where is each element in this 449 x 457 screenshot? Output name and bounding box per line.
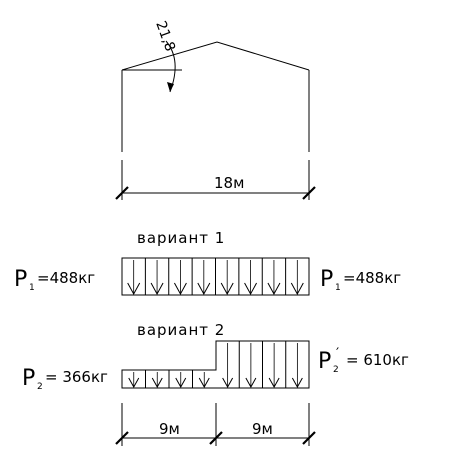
p2-right-sub: 2 <box>333 365 339 375</box>
p1-right-value: =488кг <box>343 269 401 287</box>
p1-left-value: =488кг <box>37 269 95 287</box>
v1-arrowhead <box>290 282 304 296</box>
p2-left-symbol: P <box>22 366 35 391</box>
dim-left-label: 9м <box>159 420 180 438</box>
v1-arrowhead <box>173 282 187 296</box>
v2-right-arrowhead <box>291 377 303 389</box>
p2-right-symbol: P <box>318 349 331 374</box>
p2-right-prime: ′ <box>336 346 339 362</box>
variant1-arrows <box>127 258 304 296</box>
variant2-right-label: P 2 ′ = 610кг <box>318 346 409 375</box>
v1-arrowhead <box>267 282 281 296</box>
angle-arrowhead <box>167 82 174 92</box>
p1-right-symbol: P <box>320 267 333 292</box>
v1-arrowhead <box>197 282 211 296</box>
variant2-load-shape <box>121 340 310 389</box>
bdim-tick-right <box>302 431 316 445</box>
variant1-load-block <box>121 257 310 296</box>
p1-right-sub: 1 <box>335 283 341 293</box>
bdim-tick-mid <box>209 431 223 445</box>
bottom-dimension: 9м 9м <box>115 403 316 446</box>
variant2-title: вариант 2 <box>137 321 225 339</box>
span-dimension: 18м <box>115 160 316 200</box>
frame: 21,8 <box>121 19 310 152</box>
roof <box>121 41 310 71</box>
bdim-tick-left <box>115 431 129 445</box>
v2-left-arrowhead <box>198 377 210 389</box>
v2-left-arrowhead <box>175 377 187 389</box>
variant1-title: вариант 1 <box>137 229 225 247</box>
p2-left-sub: 2 <box>37 382 43 392</box>
angle-label: 21,8 <box>152 19 178 54</box>
p2-left-value: = 366кг <box>45 368 108 386</box>
variant1-right-label: P 1 =488кг <box>320 267 401 293</box>
p2-right-value: = 610кг <box>346 351 409 369</box>
v1-arrowhead <box>127 282 141 296</box>
v1-arrowhead <box>150 282 164 296</box>
v2-right-arrowhead <box>222 377 234 389</box>
v2-left-arrowhead <box>128 377 140 389</box>
p1-left-symbol: P <box>14 267 27 292</box>
variant2-left-label: P 2 = 366кг <box>22 366 108 392</box>
v2-left-arrowhead <box>151 377 163 389</box>
variant2-load-block <box>121 340 310 389</box>
v2-right-arrowhead <box>245 377 257 389</box>
span-label: 18м <box>214 174 244 192</box>
v2-right-arrowhead <box>268 377 280 389</box>
p1-left-sub: 1 <box>29 283 35 293</box>
variant2-arrows <box>128 341 303 389</box>
variant1-left-label: P 1 =488кг <box>14 267 95 293</box>
v1-arrowhead <box>244 282 258 296</box>
v1-arrowhead <box>220 282 234 296</box>
span-tick-right <box>302 186 316 200</box>
dim-right-label: 9м <box>252 420 273 438</box>
span-tick-left <box>115 186 129 200</box>
